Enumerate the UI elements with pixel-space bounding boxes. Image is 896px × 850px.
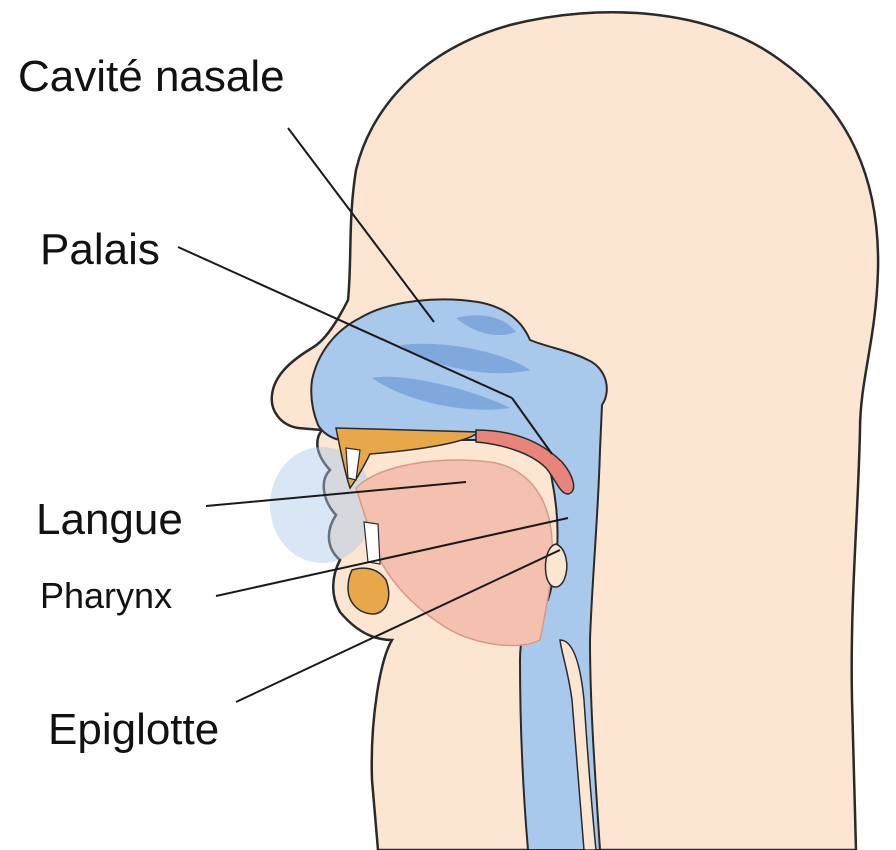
label-palais: Palais — [40, 228, 160, 272]
label-cavite-nasale: Cavité nasale — [18, 55, 285, 99]
label-pharynx: Pharynx — [40, 578, 172, 614]
label-langue: Langue — [36, 498, 183, 542]
label-epiglotte: Epiglotte — [48, 708, 219, 752]
epiglottis — [545, 544, 566, 587]
